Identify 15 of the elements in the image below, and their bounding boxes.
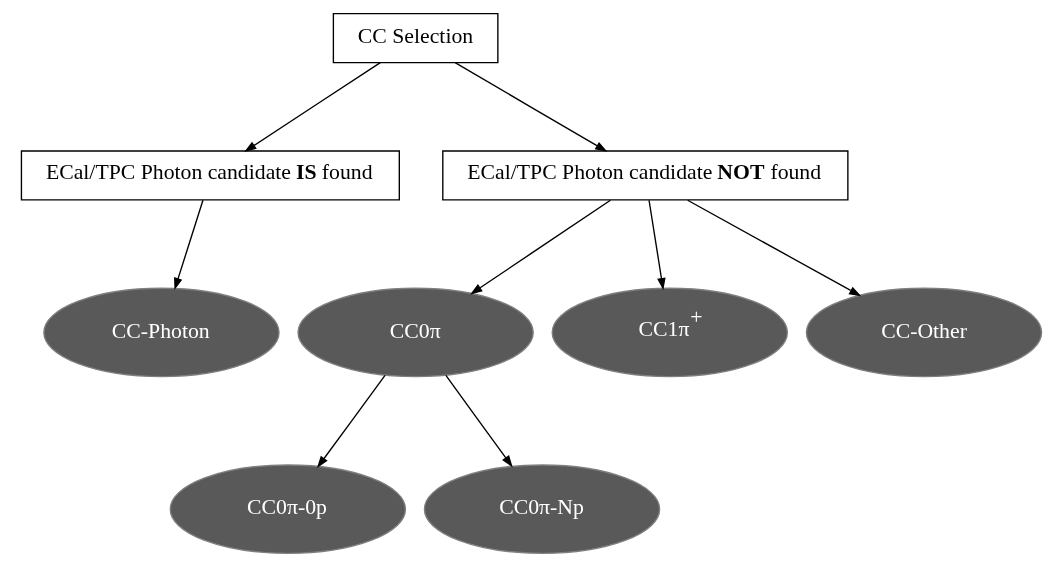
node-ellipse: CC0π-Np: [423, 464, 661, 554]
arrow: [244, 61, 381, 152]
arrow: [687, 199, 862, 297]
arrow: [454, 61, 608, 152]
arrow: [470, 199, 612, 295]
node-ellipse: CC0π-0p: [169, 464, 407, 554]
node-ellipse: CC-Photon: [43, 287, 280, 378]
node-box: CC Selection: [332, 13, 499, 64]
node-box: ECal/TPC Photon candidate NOT found: [442, 150, 849, 201]
node-ellipse: CC0π: [297, 287, 534, 378]
arrow: [445, 374, 513, 468]
node-box: ECal/TPC Photon candidate IS found: [20, 150, 400, 201]
arrow: [174, 199, 204, 291]
arrow: [648, 199, 666, 291]
arrow: [317, 374, 386, 469]
